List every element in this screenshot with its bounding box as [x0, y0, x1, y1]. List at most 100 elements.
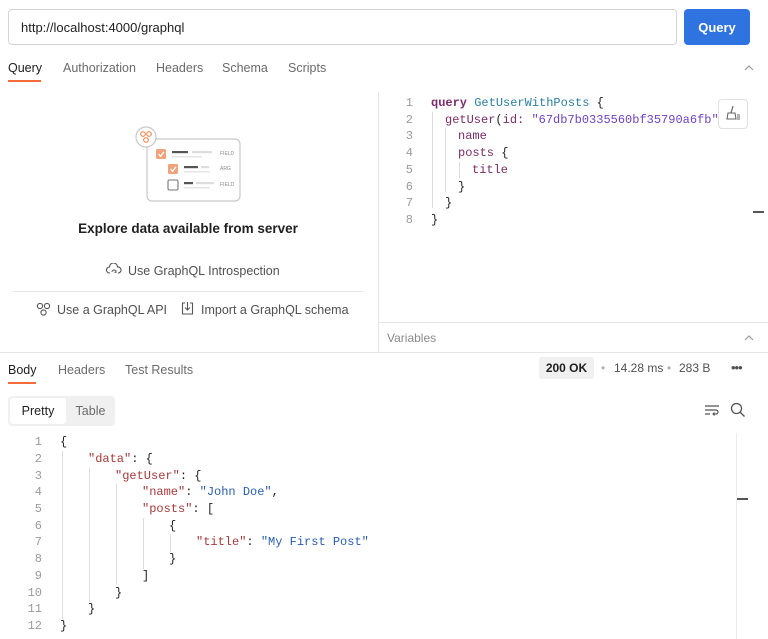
broom-icon [724, 104, 742, 125]
illustration-label-field: FIELD [220, 151, 235, 157]
line-number: 3 [405, 129, 413, 143]
explorer-title: Explore data available from server [78, 221, 298, 236]
indent-guide [116, 484, 117, 585]
code-line-8: } [431, 213, 439, 227]
line-number: 5 [405, 163, 413, 177]
response-scroll-thumb[interactable] [737, 498, 748, 500]
import-schema-label: Import a GraphQL schema [201, 303, 349, 317]
code-line-7: } [445, 196, 453, 210]
import-schema-button[interactable]: Import a GraphQL schema [180, 301, 349, 319]
indent-guide [143, 518, 144, 569]
active-tab-indicator [8, 80, 41, 82]
nodes-icon [36, 302, 51, 319]
tab-scripts[interactable]: Scripts [288, 61, 327, 75]
meta-separator: • [601, 361, 606, 375]
line-number: 8 [405, 213, 413, 227]
more-options-icon[interactable]: ••• [731, 360, 743, 375]
json-line-3: "getUser": { [115, 469, 202, 483]
response-scrollbar[interactable] [736, 433, 748, 639]
use-graphql-api-button[interactable]: Use a GraphQL API [36, 301, 167, 319]
line-number: 9 [34, 569, 42, 583]
introspection-label: Use GraphQL Introspection [128, 264, 280, 278]
line-number: 6 [34, 519, 42, 533]
explorer-divider [13, 291, 363, 292]
illustration-label-arg: ARG [220, 166, 231, 172]
meta-separator: • [667, 361, 672, 375]
code-line-4: posts { [458, 146, 509, 160]
json-line-7: "title": "My First Post" [196, 535, 369, 549]
line-number: 7 [34, 535, 42, 549]
tab-test-results[interactable]: Test Results [125, 363, 194, 377]
tab-schema[interactable]: Schema [222, 61, 268, 75]
json-line-10: } [115, 586, 123, 600]
line-number: 5 [34, 502, 42, 516]
query-send-button[interactable]: Query [684, 9, 750, 45]
url-input[interactable] [8, 9, 677, 45]
code-line-6: } [458, 180, 466, 194]
variables-bar[interactable]: Variables [379, 322, 768, 352]
json-line-1: { [60, 435, 68, 449]
wrap-lines-icon[interactable] [703, 401, 721, 419]
code-line-2: getUser(id: "67db7b0335560bf35790a6fb") … [445, 113, 740, 127]
json-line-11: } [88, 602, 96, 616]
collapse-request-icon[interactable] [742, 61, 756, 75]
code-line-1: query GetUserWithPosts { [431, 96, 604, 110]
json-line-2: "data": { [88, 452, 153, 466]
graphql-explorer-illustration: FIELD ARG FIELD [134, 126, 244, 204]
line-number: 2 [405, 113, 413, 127]
json-line-5: "posts": [ [142, 502, 215, 516]
editor-scroll-thumb[interactable] [753, 211, 764, 213]
illustration-label-field-2: FIELD [220, 182, 235, 188]
line-number: 6 [405, 180, 413, 194]
line-number: 1 [405, 96, 413, 110]
json-line-6: { [169, 519, 177, 533]
view-mode-pretty[interactable]: Pretty [10, 398, 66, 424]
cloud-refresh-icon [106, 261, 122, 280]
line-number: 4 [34, 485, 42, 499]
tab-authorization[interactable]: Authorization [63, 61, 136, 75]
json-line-9: ] [142, 569, 150, 583]
response-body[interactable]: 1 2 3 4 5 6 7 8 9 10 11 12 { "data": { "… [0, 433, 768, 639]
pane-divider [378, 92, 379, 352]
tab-body[interactable]: Body [8, 363, 37, 377]
import-icon [180, 301, 195, 319]
response-time: 14.28 ms [614, 361, 664, 375]
request-response-divider [0, 352, 768, 353]
view-mode-table[interactable]: Table [75, 404, 106, 418]
search-icon[interactable] [729, 401, 747, 419]
json-line-8: } [169, 552, 177, 566]
tab-response-headers[interactable]: Headers [58, 363, 106, 377]
line-number: 12 [27, 619, 42, 633]
active-response-tab-indicator [8, 382, 36, 384]
tab-headers[interactable]: Headers [156, 61, 204, 75]
indent-guide [89, 468, 90, 602]
json-line-4: "name": "John Doe", [142, 485, 279, 499]
graphql-api-label: Use a GraphQL API [57, 303, 168, 317]
indent-guide [445, 128, 446, 192]
use-introspection-button[interactable]: Use GraphQL Introspection [106, 261, 280, 280]
json-line-12: } [60, 619, 68, 633]
line-number: 4 [405, 146, 413, 160]
code-line-5: title [472, 163, 509, 177]
prettify-query-button[interactable] [718, 99, 748, 129]
indent-guide [170, 534, 171, 552]
code-line-3: name [458, 129, 487, 143]
status-badge: 200 OK [539, 357, 594, 379]
indent-guide [432, 112, 433, 208]
tab-query[interactable]: Query [8, 61, 43, 75]
request-tabs: Query Authorization Headers Schema Scrip… [0, 58, 768, 84]
line-number: 11 [27, 602, 42, 616]
indent-guide [62, 451, 63, 619]
variables-label: Variables [387, 331, 437, 345]
response-tabs: Body Headers Test Results [0, 360, 768, 386]
view-mode-toggle: Pretty Table [8, 396, 115, 426]
line-number: 7 [405, 196, 413, 210]
line-number: 8 [34, 552, 42, 566]
line-number: 1 [34, 435, 42, 449]
collapse-variables-icon[interactable] [742, 331, 756, 345]
line-number: 2 [34, 452, 42, 466]
indent-guide [459, 162, 460, 178]
query-editor[interactable]: 1 2 3 4 5 6 7 8 query GetUserWithPosts {… [379, 92, 768, 322]
response-size: 283 B [679, 361, 711, 375]
line-number: 3 [34, 469, 42, 483]
